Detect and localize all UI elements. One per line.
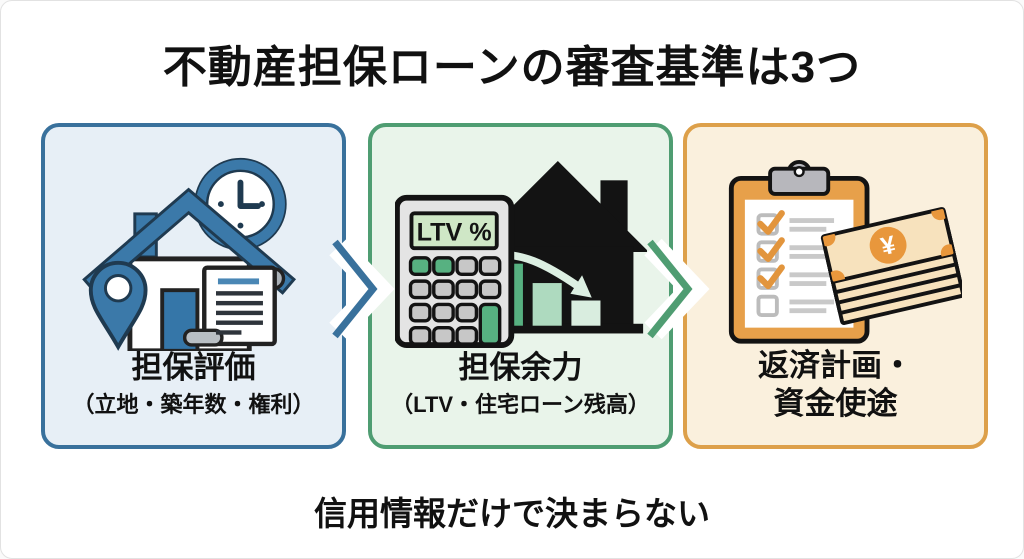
collateral-capacity-illustration: LTV % bbox=[372, 151, 669, 355]
card-subtitle-collateral-valuation: （立地・築年数・権利） bbox=[72, 392, 315, 417]
calculator-icon: LTV % bbox=[394, 194, 514, 348]
scroll-document-icon bbox=[182, 265, 286, 347]
calculator-chart-icon: LTV % bbox=[394, 160, 647, 348]
clipboard-money-icon: ¥ bbox=[728, 159, 962, 344]
card-title-repayment-plan: 返済計画・ 資金使途 bbox=[687, 347, 984, 423]
card-subtitle-collateral-capacity: （LTV・住宅ローン残高） bbox=[391, 392, 650, 417]
money-stack-icon: ¥ bbox=[820, 206, 962, 325]
card-collateral-valuation: 担保評価 （立地・築年数・権利） bbox=[41, 123, 346, 449]
diagram-title: 不動産担保ローンの審査基準は3つ bbox=[162, 43, 862, 92]
location-pin-icon bbox=[88, 260, 148, 351]
footer-note: 信用情報だけで決まらない bbox=[314, 495, 710, 532]
card-repayment-plan: ¥ 返済計画・ 資金使途 bbox=[683, 123, 988, 449]
card-collateral-capacity: LTV % 担保余力 bbox=[368, 123, 673, 449]
card-title-line1: 返済計画・ bbox=[758, 348, 913, 384]
house-clock-pin-scroll-icon bbox=[82, 157, 297, 351]
card-title-collateral-valuation: 担保評価 bbox=[131, 350, 256, 385]
card-title-line2: 資金使途 bbox=[773, 386, 898, 422]
repayment-plan-illustration: ¥ bbox=[687, 151, 984, 355]
calculator-display: LTV % bbox=[416, 218, 491, 246]
yen-symbol: ¥ bbox=[878, 230, 898, 260]
chevron-arrow-icon bbox=[329, 238, 395, 340]
collateral-valuation-illustration bbox=[45, 151, 342, 355]
chevron-arrow-icon bbox=[644, 238, 710, 340]
card-title-collateral-capacity: 担保余力 bbox=[458, 350, 583, 385]
